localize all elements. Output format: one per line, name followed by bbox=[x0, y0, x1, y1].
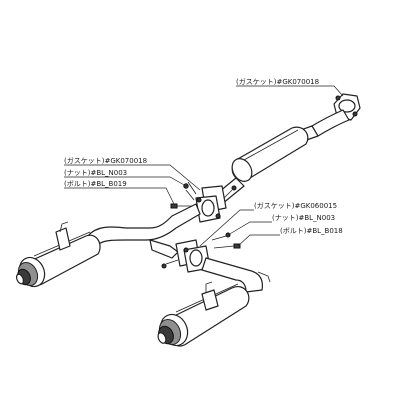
leader-lines bbox=[64, 85, 344, 247]
callout-front-nut: (ナット)#BL_N003 bbox=[64, 169, 127, 177]
callout-center-bolt: (ボルト)#BL_B018 bbox=[280, 227, 343, 235]
center-flange-assembly bbox=[161, 232, 241, 273]
left-tip bbox=[15, 256, 46, 288]
y-pipe bbox=[87, 203, 201, 259]
callout-center-nut: (ナット)#BL_N003 bbox=[272, 214, 335, 222]
center-resonator bbox=[231, 126, 309, 182]
callout-center-gasket: (ガスケット)#GK060015 bbox=[254, 201, 337, 210]
callout-front-gasket: (ガスケット)#GK070018 bbox=[64, 156, 147, 165]
callout-front-bolt: (ボルト)#BL_B019 bbox=[64, 180, 127, 188]
right-tip bbox=[157, 313, 189, 347]
callout-rear-gasket: (ガスケット)#GK070018 bbox=[236, 77, 319, 86]
